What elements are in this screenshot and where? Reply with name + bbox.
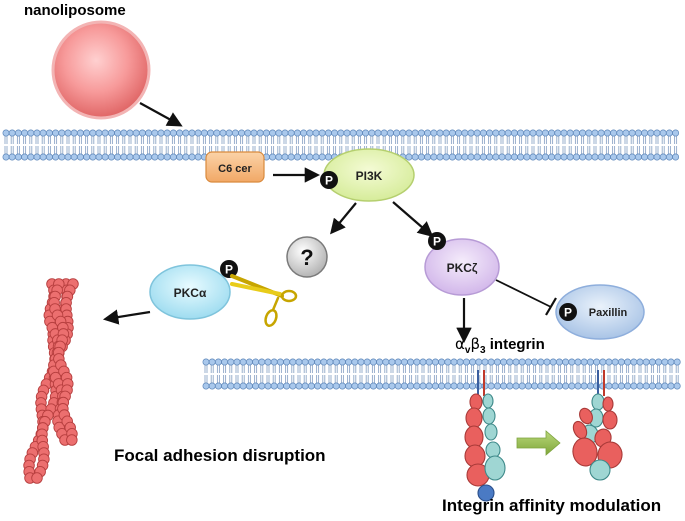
integrin-beta: β xyxy=(470,335,481,353)
phospho-label: P xyxy=(564,306,572,320)
phospho-badge-pkca: P xyxy=(220,260,238,278)
pkc-alpha-node: PKCα xyxy=(149,264,231,320)
nanoliposome-label: nanoliposome xyxy=(24,2,126,19)
actin-filament xyxy=(23,278,79,484)
inhibition-pkcz-to-paxillin xyxy=(495,279,552,308)
pkc-zeta-node: PKCζ xyxy=(424,238,500,296)
arrow-pkca-to-filament xyxy=(102,309,151,325)
cell-membrane-bottom xyxy=(202,358,681,390)
arrow-pi3k-to-pkcz xyxy=(392,201,434,238)
integrin-beta-sub: 3 xyxy=(480,345,486,356)
paxillin-node: Paxillin xyxy=(555,284,645,340)
nanoliposome-sphere xyxy=(51,20,151,120)
pi3k-label: PI3K xyxy=(356,169,383,183)
arrow-pi3k-to-question xyxy=(330,202,357,235)
phospho-badge-pi3k: P xyxy=(320,171,338,189)
integrin-alpha-sub: v xyxy=(464,345,471,356)
c6-cer-label: C6 cer xyxy=(218,163,252,175)
question-label: ? xyxy=(300,245,313,270)
pi3k-node: PI3K xyxy=(323,148,415,202)
inhibition-bar xyxy=(545,297,557,316)
phospho-label: P xyxy=(433,235,441,249)
focal-adhesion-label: Focal adhesion disruption xyxy=(114,446,326,465)
arrow-nano-to-membrane xyxy=(139,102,183,127)
integrin-low-affinity xyxy=(464,370,506,502)
integrin-high-affinity xyxy=(572,370,623,481)
phospho-badge-pkcz: P xyxy=(428,232,446,250)
pkc-alpha-label: PKCα xyxy=(174,286,207,300)
integrin-word: integrin xyxy=(485,336,545,353)
cell-membrane-top xyxy=(2,129,680,161)
affinity-change-arrow xyxy=(516,430,561,456)
pkc-zeta-label: PKCζ xyxy=(447,261,478,275)
phospho-label: P xyxy=(325,174,333,188)
phospho-label: P xyxy=(225,263,233,277)
c6-cer-node: C6 cer xyxy=(205,151,265,183)
scissors-icon xyxy=(230,274,298,327)
phospho-badge-paxillin: P xyxy=(559,303,577,321)
integrin-label: αvβ3 integrin xyxy=(455,335,545,356)
affinity-label: Integrin affinity modulation xyxy=(442,496,662,515)
paxillin-label: Paxillin xyxy=(589,307,628,319)
integrin-alpha: α xyxy=(455,335,465,353)
unknown-mediator-node: ? xyxy=(286,236,328,278)
